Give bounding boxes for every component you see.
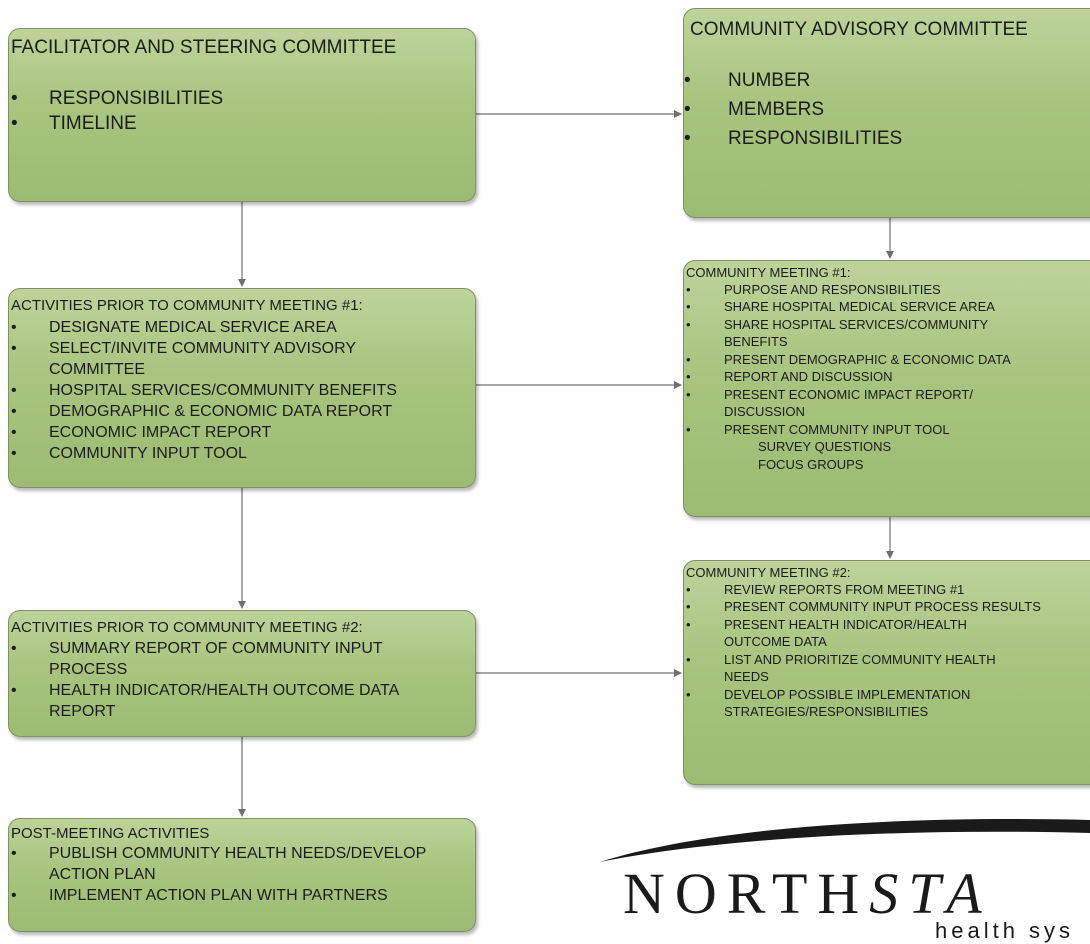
list-item: •ECONOMIC IMPACT REPORT [11, 424, 272, 441]
bullet-icon: • [686, 421, 691, 437]
bullet-icon: • [11, 682, 17, 699]
list-item: •PRESENT COMMUNITY INPUT TOOL [686, 421, 950, 437]
sub-item-survey-questions: SURVEY QUESTIONS [758, 439, 892, 455]
prior-meeting2-box: ACTIVITIES PRIOR TO COMMUNITY MEETING #2… [8, 610, 476, 737]
list-item: •IMPLEMENT ACTION PLAN WITH PARTNERS [11, 887, 388, 904]
list-item: •REVIEW REPORTS FROM MEETING #1 [686, 581, 965, 597]
advisory-title: COMMUNITY ADVISORY COMMITTEE [690, 19, 1028, 40]
bullet-icon: • [11, 340, 17, 357]
facilitator-list: •RESPONSIBILITIES •TIMELINE [11, 86, 475, 136]
list-item: •MEMBERS [684, 95, 1090, 124]
list-item: •HOSPITAL SERVICES/COMMUNITY BENEFITS [11, 382, 397, 399]
list-item: •RESPONSIBILITIES [684, 124, 1090, 153]
prior-meeting1-box: ACTIVITIES PRIOR TO COMMUNITY MEETING #1… [8, 288, 476, 488]
meeting2-title: COMMUNITY MEETING #2: [686, 565, 851, 580]
bullet-icon: • [686, 599, 691, 615]
list-item: •COMMUNITY INPUT TOOL [11, 445, 247, 462]
bullet-icon: • [686, 686, 691, 702]
bullet-icon: • [11, 87, 18, 109]
prior-meeting1-list: •DESIGNATE MEDICAL SERVICE AREA •SELECT/… [11, 317, 475, 464]
bullet-icon: • [686, 581, 691, 597]
bullet-icon: • [11, 112, 18, 134]
list-item: •PRESENT ECONOMIC IMPACT REPORT/DISCUSSI… [686, 386, 973, 420]
bullet-icon: • [11, 445, 17, 462]
meeting2-box: COMMUNITY MEETING #2: •REVIEW REPORTS FR… [683, 560, 1090, 785]
advisory-list: •NUMBER •MEMBERS •RESPONSIBILITIES [684, 66, 1090, 153]
post-meeting-title: POST-MEETING ACTIVITIES [11, 825, 210, 842]
meeting1-box: COMMUNITY MEETING #1: •PURPOSE AND RESPO… [683, 260, 1090, 517]
bullet-icon: • [11, 319, 17, 336]
logo-subtext: health sys [935, 918, 1075, 943]
bullet-icon: • [684, 127, 691, 149]
list-item: •PRESENT DEMOGRAPHIC & ECONOMIC DATA [686, 351, 1011, 367]
list-item: •TIMELINE [11, 112, 137, 134]
list-item: •DEMOGRAPHIC & ECONOMIC DATA REPORT [11, 403, 393, 420]
bullet-icon: • [11, 845, 17, 862]
list-item: •SHARE HOSPITAL MEDICAL SERVICE AREA [686, 299, 995, 315]
logo-wordmark: NORTHSTA [623, 861, 992, 926]
sub-item-focus-groups: FOCUS GROUPS [758, 456, 864, 472]
prior-meeting1-title: ACTIVITIES PRIOR TO COMMUNITY MEETING #1… [11, 297, 363, 314]
bullet-icon: • [686, 386, 691, 402]
bullet-icon: • [686, 616, 691, 632]
bullet-icon: • [684, 69, 691, 91]
bullet-icon: • [686, 281, 691, 297]
list-item: •NUMBER [684, 66, 1090, 95]
bullet-icon: • [11, 382, 17, 399]
bullet-icon: • [686, 351, 691, 367]
bullet-icon: • [11, 887, 17, 904]
list-item: •PURPOSE AND RESPONSIBILITIES [686, 281, 941, 297]
list-item: •REPORT AND DISCUSSION [686, 369, 893, 385]
bullet-icon: • [11, 640, 17, 657]
list-item: •RESPONSIBILITIES [11, 87, 224, 109]
bullet-icon: • [11, 403, 17, 420]
bullet-icon: • [686, 651, 691, 667]
bullet-icon: • [11, 424, 17, 441]
list-item: •PRESENT COMMUNITY INPUT PROCESS RESULTS [686, 599, 1041, 615]
bullet-icon: • [686, 369, 691, 385]
bullet-icon: • [686, 299, 691, 315]
meeting2-list: •REVIEW REPORTS FROM MEETING #1 •PRESENT… [686, 581, 1090, 721]
list-item: •DESIGNATE MEDICAL SERVICE AREA [11, 319, 337, 336]
meeting1-title: COMMUNITY MEETING #1: [686, 265, 851, 280]
post-meeting-box: POST-MEETING ACTIVITIES •PUBLISH COMMUNI… [8, 818, 476, 932]
facilitator-title: FACILITATOR AND STEERING COMMITTEE [11, 37, 397, 58]
facilitator-box: FACILITATOR AND STEERING COMMITTEE •RESP… [8, 28, 476, 202]
bullet-icon: • [686, 316, 691, 332]
bullet-icon: • [684, 98, 691, 120]
meeting1-list: •PURPOSE AND RESPONSIBILITIES •SHARE HOS… [686, 281, 1090, 439]
advisory-box: COMMUNITY ADVISORY COMMITTEE •NUMBER •ME… [683, 8, 1090, 218]
prior-meeting2-title: ACTIVITIES PRIOR TO COMMUNITY MEETING #2… [11, 619, 363, 636]
